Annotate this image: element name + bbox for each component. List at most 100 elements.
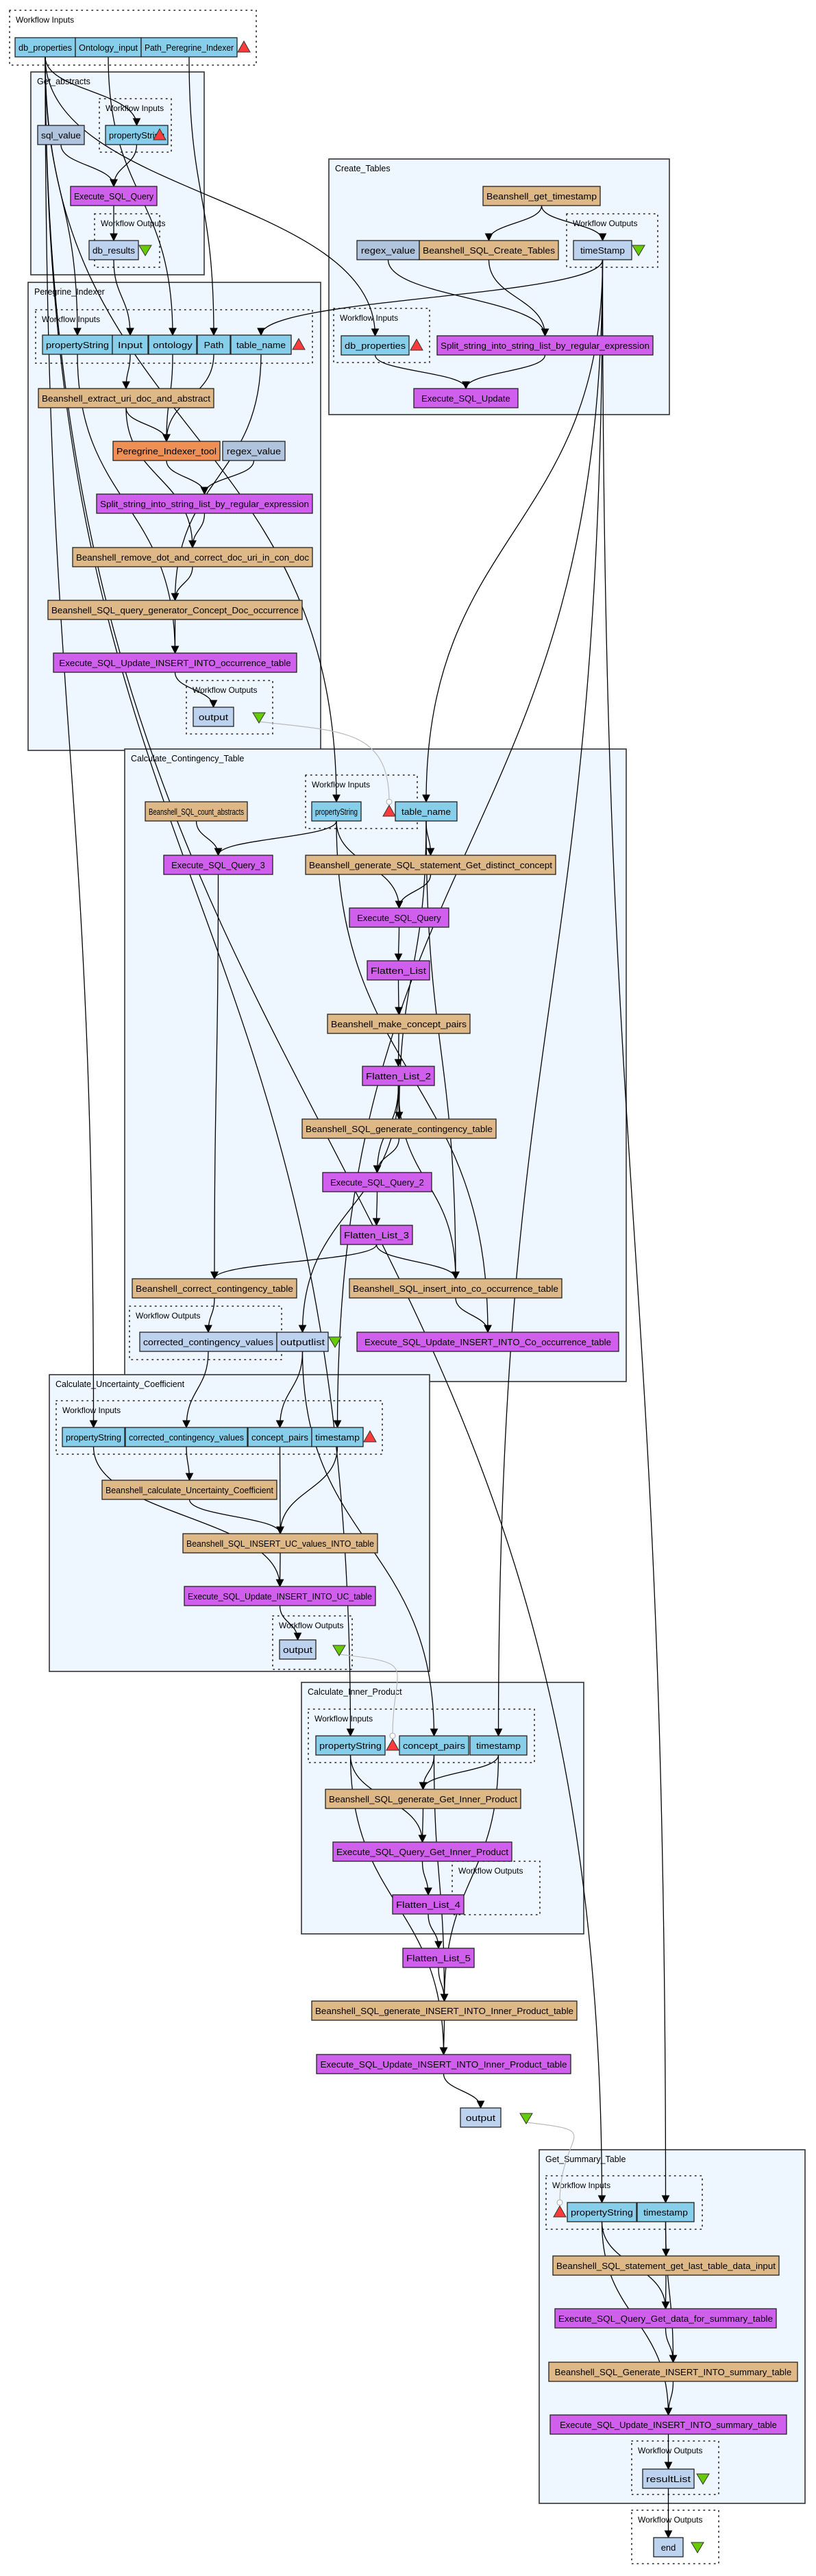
node-pi-split[interactable]: Split_string_into_string_list_by_regular… [96,493,313,514]
node-label: timestamp [476,1741,521,1751]
node-ip-concept-pairs[interactable]: concept_pairs [399,1735,469,1756]
node-pi-regex-value[interactable]: regex_value [222,441,286,461]
node-ip-output[interactable]: output [460,2107,502,2128]
node-label: table_name [401,807,451,817]
cluster-title: Workflow Inputs [314,1714,373,1724]
node-gs-resultlist[interactable]: resultList [642,2468,695,2489]
node-uc-calc[interactable]: Beanshell_calculate_Uncertainty_Coeffici… [101,1480,277,1500]
node-uc-output[interactable]: output [279,1639,317,1660]
node-cc-query-3[interactable]: Execute_SQL_Query_3 [163,855,273,875]
node-cc-make-pairs[interactable]: Beanshell_make_concept_pairs [327,1014,471,1034]
node-cc-count-abstracts[interactable]: Beanshell_SQL_count_abstracts [145,801,248,822]
node-box [349,1278,562,1299]
node-cc-get-distinct[interactable]: Beanshell_generate_SQL_statement_Get_dis… [305,855,556,875]
edge-cc_Flatten_List_3-to-cc_correct [210,1244,378,1280]
node-pi-remove-dot[interactable]: Beanshell_remove_dot_and_correct_doc_uri… [72,547,313,567]
node-ct-db-properties[interactable]: db_properties [341,335,410,356]
node-ip-gen-insert[interactable]: Beanshell_SQL_generate_INSERT_INTO_Inner… [311,2000,578,2021]
node-ct-beanshell-get-timestamp[interactable]: Beanshell_get_timestamp [482,186,601,206]
node-ip-query[interactable]: Execute_SQL_Query_Get_Inner_Product [332,1841,512,1862]
node-pi-extract[interactable]: Beanshell_extract_uri_doc_and_abstract [38,388,214,408]
edge-ga_db_results-to-pi_Input [113,259,134,336]
node-cc-corrected-values[interactable]: corrected_contingency_values [139,1332,277,1352]
node-cc-propertystring[interactable]: propertyString [311,801,362,822]
node-pi-ontology[interactable]: ontology [148,334,197,355]
node-cc-table-name[interactable]: table_name [395,801,458,822]
node-cc-outputlist[interactable]: outputlist [276,1332,329,1352]
node-label: timestamp [315,1432,360,1443]
edge-pi_regex_value-to-pi_Split [200,460,255,495]
node-end[interactable]: end [653,2537,684,2557]
node-uc-corrected-values[interactable]: corrected_contingency_values [125,1427,248,1447]
node-cc-insert-cooc[interactable]: Beanshell_SQL_insert_into_co_occurrence_… [349,1278,562,1299]
node-label: Beanshell_SQL_count_abstracts [149,807,244,817]
node-label: Execute_SQL_Query_2 [330,1177,424,1188]
node-label: Beanshell_SQL_generate_Get_Inner_Product [329,1794,517,1804]
node-pi-tool[interactable]: Peregrine_Indexer_tool [112,441,221,461]
node-gs-get-last[interactable]: Beanshell_SQL_statement_get_last_table_d… [552,2255,780,2276]
input-ports-triangle-icon [386,1738,399,1751]
node-label: db_properties [18,42,72,53]
node-pi-input[interactable]: Input [112,334,149,355]
cluster-ip-inputs: Workflow Inputs [308,1708,535,1763]
edge-cc_Query_2-to-cc_Flatten_List_3 [372,1191,381,1227]
node-ip-flatten-list-4[interactable]: Flatten_List_4 [392,1894,465,1915]
node-box [75,37,142,58]
output-ports-triangle-icon [691,2542,704,2553]
cluster-border [631,2440,719,2495]
node-pi-propertystring[interactable]: propertyString [42,334,113,355]
node-pi-table-name[interactable]: table_name [230,334,292,355]
node-cc-exec-update[interactable]: Execute_SQL_Update_INSERT_INTO_Co_occurr… [356,1332,619,1352]
node-ct-execute-sql-update[interactable]: Execute_SQL_Update [413,388,519,408]
node-cc-flatten-list[interactable]: Flatten_List [367,960,430,981]
node-ip-gen-get[interactable]: Beanshell_SQL_generate_Get_Inner_Product [325,1789,521,1809]
node-ga-db-results[interactable]: db_results [88,240,139,260]
node-ct-beanshell-sql-create-tables[interactable]: Beanshell_SQL_Create_Tables [419,240,559,260]
node-gs-propertystring[interactable]: propertyString [567,2202,637,2222]
node-label: corrected_contingency_values [143,1337,274,1347]
node-ga-execute-sql-query[interactable]: Execute_SQL_Query [70,186,158,206]
node-cc-flatten-list-2[interactable]: Flatten_List_2 [362,1066,435,1086]
node-gs-timestamp[interactable]: timestamp [636,2202,695,2222]
input-ports-triangle-icon [153,127,166,140]
node-cc-correct[interactable]: Beanshell_correct_contingency_table [132,1278,297,1299]
control-link [338,1654,398,1737]
node-ga-sql-value[interactable]: sql_value [37,125,85,145]
node-pi-path[interactable]: Path [197,334,231,355]
cluster-title: Calculate_Uncertainty_Coefficient [55,1379,185,1389]
node-label: Execute_SQL_Query [357,913,441,923]
node-pi-output[interactable]: output [193,707,234,727]
node-uc-propertystring[interactable]: propertyString [62,1427,125,1447]
node-cc-query-2[interactable]: Execute_SQL_Query_2 [322,1172,432,1192]
node-pi-exec-update[interactable]: Execute_SQL_Update_INSERT_INTO_occurrenc… [53,652,297,673]
node-pi-query-gen[interactable]: Beanshell_SQL_query_generator_Concept_Do… [47,600,303,620]
node-uc-exec-update[interactable]: Execute_SQL_Update_INSERT_INTO_UC_table [184,1586,376,1606]
node-ct-split[interactable]: Split_string_into_string_list_by_regular… [436,335,654,356]
edge-gs_gen_insert-to-gs_exec_update [664,2381,674,2416]
edge-ip_exec_update-to-ip_output [443,2073,485,2109]
node-ip-exec-update[interactable]: Execute_SQL_Update_INSERT_INTO_Inner_Pro… [316,2054,571,2074]
output-ports-triangle-icon [519,2113,533,2124]
node-ct-timestamp[interactable]: timeStamp [573,240,632,260]
node-cc-gen-contingency[interactable]: Beanshell_SQL_generate_contingency_table [301,1118,497,1139]
node-path-peregrine-indexer[interactable]: Path_Peregrine_Indexer [140,37,238,58]
node-uc-insert[interactable]: Beanshell_SQL_INSERT_UC_values_INTO_tabl… [182,1533,378,1554]
node-cc-query[interactable]: Execute_SQL_Query [349,907,449,928]
node-ontology-input[interactable]: Ontology_input [75,37,142,58]
node-gs-query[interactable]: Execute_SQL_Query_Get_data_for_summary_t… [554,2308,777,2329]
node-ct-regex-value[interactable]: regex_value [356,240,420,260]
node-box [184,1586,376,1606]
node-box [311,1427,364,1447]
node-ip-propertystring[interactable]: propertyString [315,1735,386,1756]
node-uc-concept-pairs[interactable]: concept_pairs [247,1427,312,1447]
node-label: concept_pairs [251,1432,308,1443]
node-box [88,240,139,260]
node-db-properties[interactable]: db_properties [14,37,76,58]
node-uc-timestamp[interactable]: timestamp [311,1427,364,1447]
node-cc-flatten-list-3[interactable]: Flatten_List_3 [340,1225,413,1245]
node-gs-gen-insert[interactable]: Beanshell_SQL_Generate_INSERT_INTO_summa… [548,2362,798,2382]
cluster-border [566,213,658,268]
node-ip-timestamp[interactable]: timestamp [469,1735,528,1756]
node-gs-exec-update[interactable]: Execute_SQL_Update_INSERT_INTO_summary_t… [549,2414,787,2435]
node-ip-flatten-list-5[interactable]: Flatten_List_5 [402,1948,475,1968]
